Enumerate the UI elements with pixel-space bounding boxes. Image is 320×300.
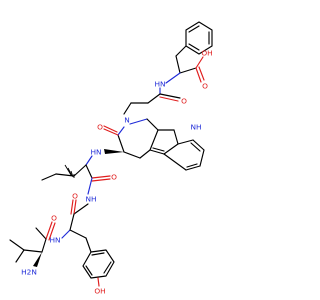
phenol-oh-bond <box>97 277 100 287</box>
amide-nh-ring-label: HN <box>90 148 101 157</box>
tyrosine-phenol-ring <box>82 249 115 279</box>
stereo-hash-ile <box>64 164 75 178</box>
stereo-wedge-val <box>33 252 42 267</box>
indole-nh-label: NH <box>190 123 201 132</box>
tyr-co-bond <box>73 199 77 215</box>
ile-nh-bond <box>85 155 93 166</box>
amide-nh-ile-label: NH <box>85 195 96 204</box>
cooh-oh-bond <box>195 56 204 69</box>
phenol-hydroxyl-label: OH <box>94 287 105 296</box>
val-carbonyl-label: O <box>51 214 57 223</box>
ile-carbonyl-label: O <box>111 173 117 182</box>
gly-carbonyl-label: O <box>181 97 187 106</box>
azepine-nitrogen-label: N <box>124 116 130 125</box>
gly-ch2-bond <box>147 93 161 104</box>
ile-calpha-bond <box>73 164 87 177</box>
amide-nh-phe-label: HN <box>154 80 165 89</box>
acid-hydroxyl-label: OH <box>201 49 212 58</box>
val-co-bond <box>45 221 53 240</box>
lactam-co-bond <box>103 128 119 136</box>
stereo-wedge-ring <box>104 149 124 154</box>
cooh-co-bond <box>195 67 202 83</box>
lactam-carbonyl-label: O <box>97 123 103 132</box>
ile-co-bond <box>91 175 111 179</box>
amide-nh-tyr-label: HN <box>49 236 60 245</box>
tyr-ch2-bond <box>69 229 87 239</box>
acid-carbonyl-label: O <box>202 82 208 91</box>
molecule-structure: OH O HN O N NH O HN O NH O HN H2N O OH <box>9 21 213 296</box>
azepinone-ring <box>117 118 159 159</box>
phe-calpha-bond <box>175 55 181 74</box>
tyr-carbonyl-label: O <box>72 192 78 201</box>
indole-ring <box>149 129 205 171</box>
gly-co-bond <box>159 93 181 99</box>
phe-ch2-bond <box>175 45 187 57</box>
cooh-c-bond <box>179 67 197 74</box>
amine-label: H2N <box>21 268 37 277</box>
phe-nh-bond <box>165 72 181 84</box>
